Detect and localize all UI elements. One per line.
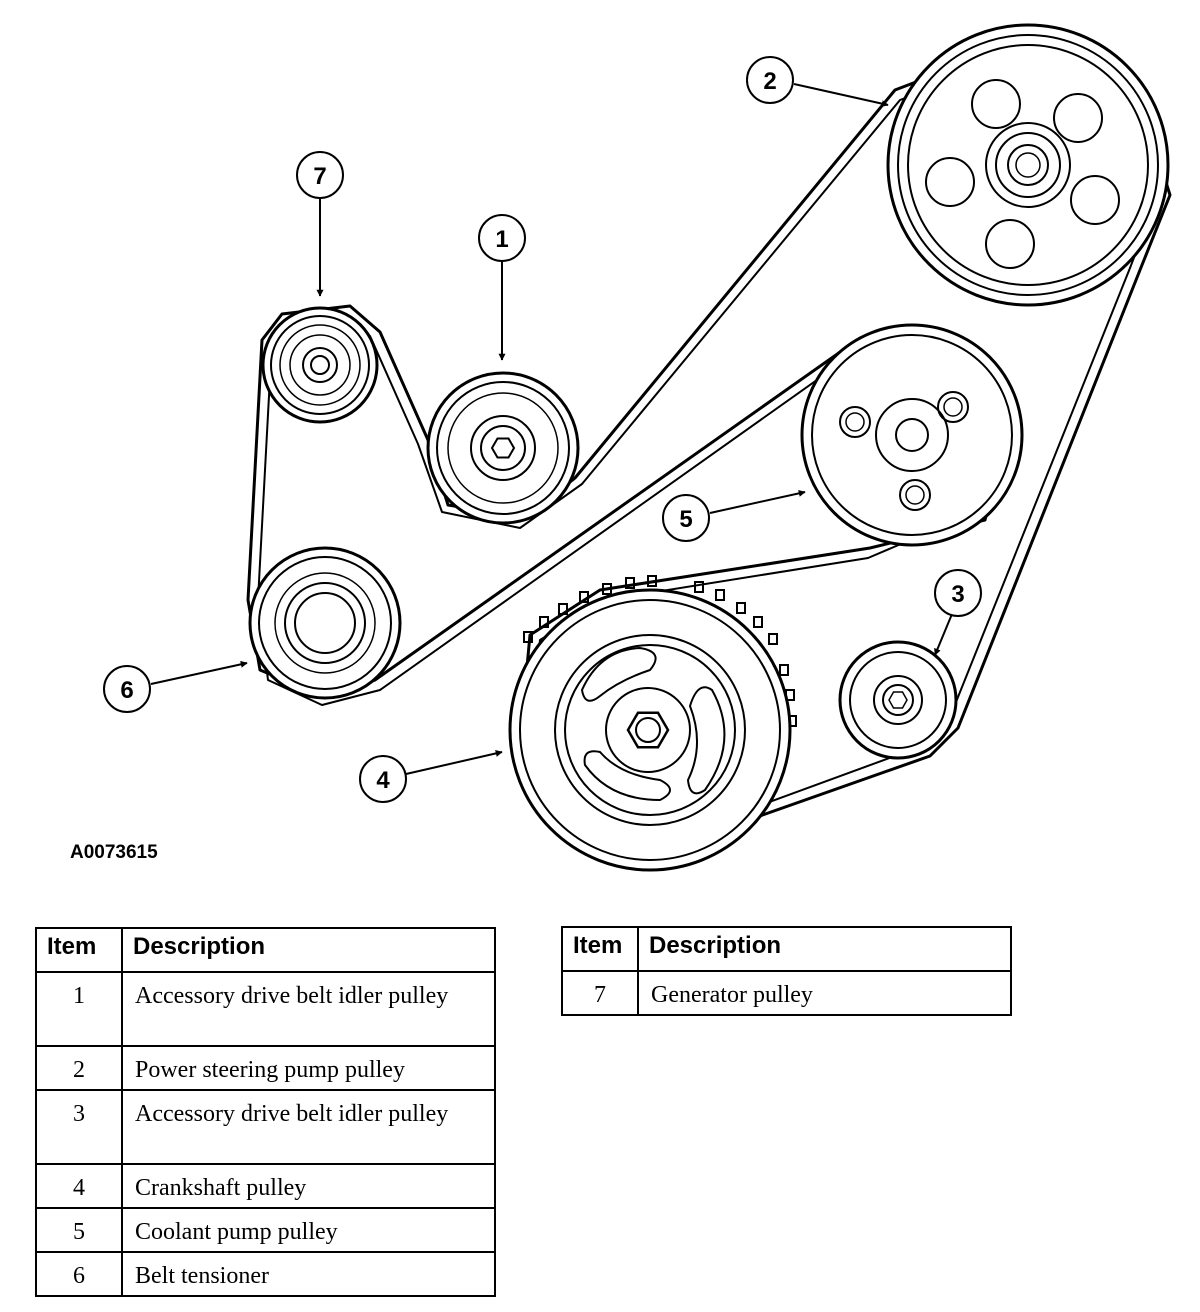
callout-bubble-2: 2 <box>746 56 794 104</box>
item-number: 7 <box>561 970 639 1016</box>
callout-number: 7 <box>313 163 326 190</box>
description-column-header: Description <box>121 927 496 973</box>
table-row: 6 Belt tensioner <box>35 1251 496 1297</box>
item-description: Accessory drive belt idler pulley <box>121 1089 496 1165</box>
belt-routing-diagram: 1 2 3 4 5 6 7 <box>103 23 1172 872</box>
item-number: 3 <box>35 1089 123 1165</box>
legend-table-left: Item Description 1 Accessory drive belt … <box>35 927 496 1297</box>
description-column-header: Description <box>637 926 1012 972</box>
crankshaft-pulley <box>508 575 797 872</box>
legend-header-row: Item Description <box>35 927 496 973</box>
callout-bubble-4: 4 <box>359 755 407 803</box>
item-description: Crankshaft pulley <box>121 1163 496 1209</box>
item-description: Accessory drive belt idler pulley <box>121 971 496 1047</box>
item-description: Coolant pump pulley <box>121 1207 496 1253</box>
item-description: Belt tensioner <box>121 1251 496 1297</box>
figure-id: A0073615 <box>70 842 158 863</box>
item-number: 5 <box>35 1207 123 1253</box>
callout-number: 6 <box>120 677 133 704</box>
generator-pulley <box>261 306 379 424</box>
callout-number: 2 <box>763 68 776 95</box>
callout-leaders <box>150 83 953 775</box>
callout-bubble-3: 3 <box>934 569 982 617</box>
callout-bubble-7: 7 <box>296 151 344 199</box>
coolant-pump-pulley <box>800 323 1024 547</box>
item-column-header: Item <box>561 926 639 972</box>
legend-table-right: Item Description 7 Generator pulley <box>561 926 1012 1016</box>
legend-header-row: Item Description <box>561 926 1012 972</box>
table-row: 1 Accessory drive belt idler pulley <box>35 971 496 1047</box>
callout-bubble-6: 6 <box>103 665 151 713</box>
item-number: 1 <box>35 971 123 1047</box>
power-steering-pulley <box>886 23 1170 307</box>
callout-number: 1 <box>495 226 508 253</box>
table-row: 4 Crankshaft pulley <box>35 1163 496 1209</box>
callout-bubble-5: 5 <box>662 494 710 542</box>
item-number: 4 <box>35 1163 123 1209</box>
table-row: 7 Generator pulley <box>561 970 1012 1016</box>
item-description: Generator pulley <box>637 970 1012 1016</box>
table-row: 2 Power steering pump pulley <box>35 1045 496 1091</box>
callout-number: 4 <box>376 767 390 794</box>
table-row: 3 Accessory drive belt idler pulley <box>35 1089 496 1165</box>
belt-tensioner-pulley <box>248 546 402 700</box>
callout-number: 5 <box>679 506 692 533</box>
callout-number: 3 <box>951 581 964 608</box>
idler-pulley-lower <box>838 640 958 760</box>
idler-pulley-upper <box>426 371 580 525</box>
item-column-header: Item <box>35 927 123 973</box>
item-number: 6 <box>35 1251 123 1297</box>
callout-bubble-1: 1 <box>478 214 526 262</box>
item-number: 2 <box>35 1045 123 1091</box>
table-row: 5 Coolant pump pulley <box>35 1207 496 1253</box>
item-description: Power steering pump pulley <box>121 1045 496 1091</box>
